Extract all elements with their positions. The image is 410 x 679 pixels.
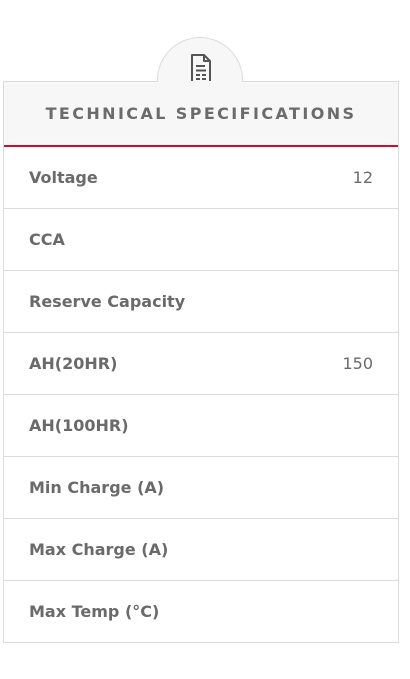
tab-joint bbox=[158, 81, 242, 84]
spec-label: AH(100HR) bbox=[29, 416, 129, 435]
panel-title: TECHNICAL SPECIFICATIONS bbox=[45, 104, 357, 123]
spec-row-min-charge: Min Charge (A) bbox=[4, 457, 398, 519]
spec-label: AH(20HR) bbox=[29, 354, 118, 373]
spec-row-voltage: Voltage 12 bbox=[4, 147, 398, 209]
spec-row-ah-20hr: AH(20HR) 150 bbox=[4, 333, 398, 395]
spec-value: 150 bbox=[342, 354, 373, 373]
spec-value: 12 bbox=[352, 168, 373, 187]
technical-specifications-panel: TECHNICAL SPECIFICATIONS Voltage 12 CCA … bbox=[3, 81, 399, 643]
spec-row-ah-100hr: AH(100HR) bbox=[4, 395, 398, 457]
document-icon bbox=[191, 54, 211, 83]
spec-label: Min Charge (A) bbox=[29, 478, 165, 497]
spec-label: CCA bbox=[29, 230, 65, 249]
spec-row-reserve-capacity: Reserve Capacity bbox=[4, 271, 398, 333]
spec-label: Voltage bbox=[29, 168, 98, 187]
panel-header: TECHNICAL SPECIFICATIONS bbox=[4, 81, 398, 147]
spec-row-max-charge: Max Charge (A) bbox=[4, 519, 398, 581]
spec-label: Reserve Capacity bbox=[29, 292, 186, 311]
spec-row-cca: CCA bbox=[4, 209, 398, 271]
spec-label: Max Temp (°C) bbox=[29, 602, 160, 621]
spec-row-max-temp: Max Temp (°C) bbox=[4, 581, 398, 642]
spec-label: Max Charge (A) bbox=[29, 540, 169, 559]
